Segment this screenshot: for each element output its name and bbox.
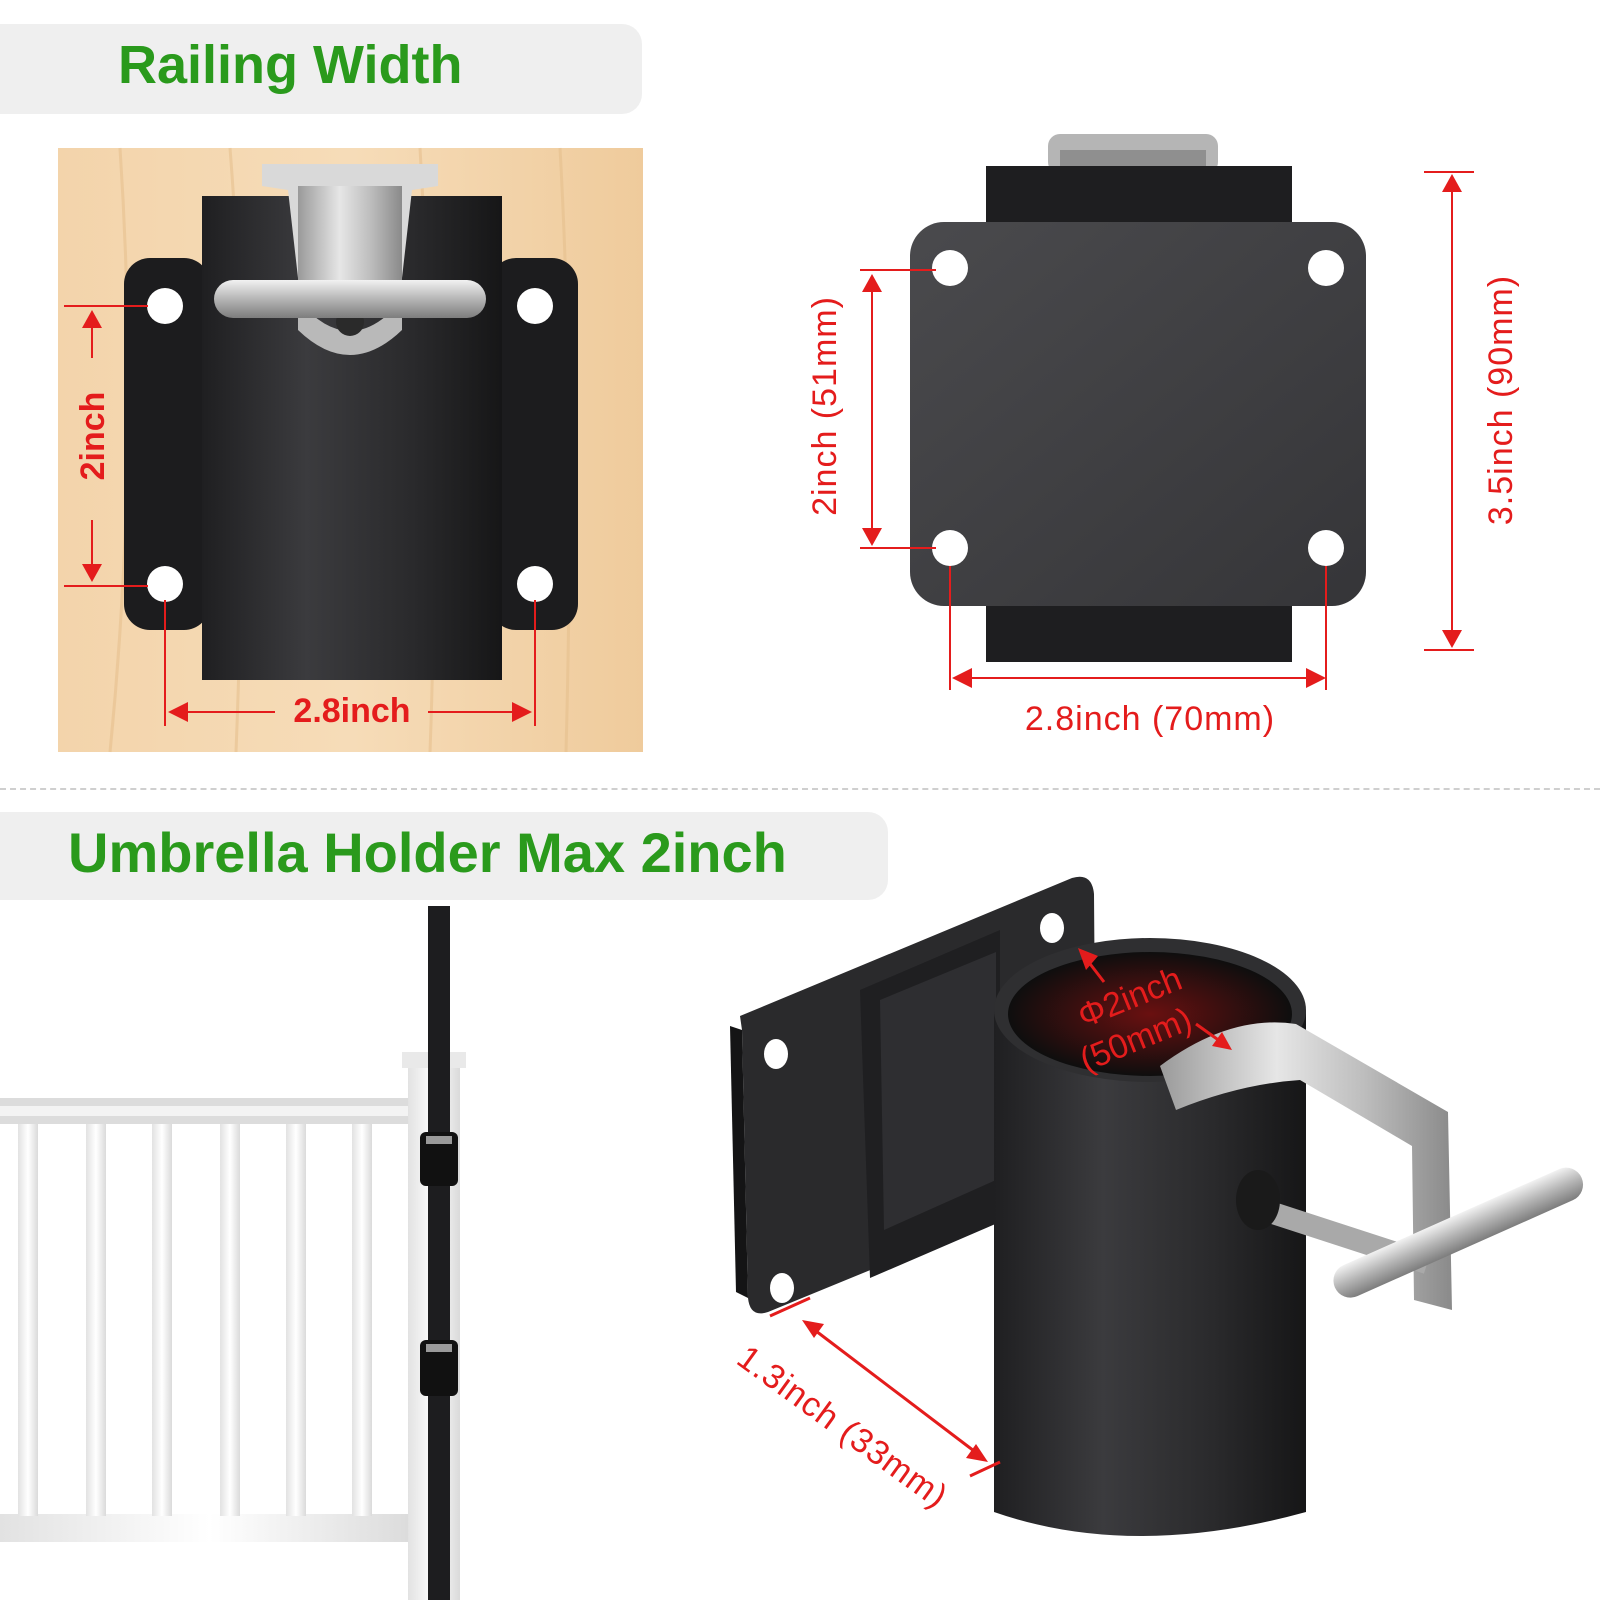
mounting-hole-top-left bbox=[147, 288, 183, 324]
railing-width-title: Railing Width bbox=[118, 35, 463, 95]
depth-label: 1.3inch (33mm) bbox=[730, 1338, 955, 1516]
umbrella-holder-banner bbox=[0, 812, 888, 900]
perspective-bracket bbox=[730, 876, 1584, 1536]
mounting-hole-bottom-left bbox=[147, 566, 183, 602]
plate-hole-top-right bbox=[1308, 250, 1344, 286]
umbrella-pole bbox=[420, 906, 458, 1600]
railing-width-banner bbox=[0, 24, 642, 114]
back-plate-bracket bbox=[910, 134, 1366, 662]
right-height-label: 3.5inch (90mm) bbox=[1482, 275, 1520, 525]
section-divider bbox=[0, 788, 1600, 790]
plate-hole-bottom-right bbox=[1308, 530, 1344, 566]
right-hole-spacing-label: 2inch (51mm) bbox=[806, 296, 844, 516]
plate-hole-top-left bbox=[932, 250, 968, 286]
mounting-hole-top-right bbox=[517, 288, 553, 324]
right-dimension-lines bbox=[860, 171, 1474, 690]
t-handle-rod bbox=[214, 280, 486, 318]
left-dimension-lines bbox=[64, 305, 536, 726]
front-bracket bbox=[124, 164, 578, 680]
mounting-hole-bottom-right bbox=[517, 566, 553, 602]
left-width-label: 2.8inch bbox=[293, 692, 410, 730]
umbrella-holder-title: Umbrella Holder Max 2inch bbox=[68, 821, 787, 884]
right-width-label: 2.8inch (70mm) bbox=[1025, 700, 1275, 738]
left-height-label: 2inch bbox=[74, 392, 112, 481]
perspective-dimension-lines bbox=[769, 948, 1232, 1478]
deck-railing bbox=[0, 1052, 466, 1600]
plate-hole-bottom-left bbox=[932, 530, 968, 566]
